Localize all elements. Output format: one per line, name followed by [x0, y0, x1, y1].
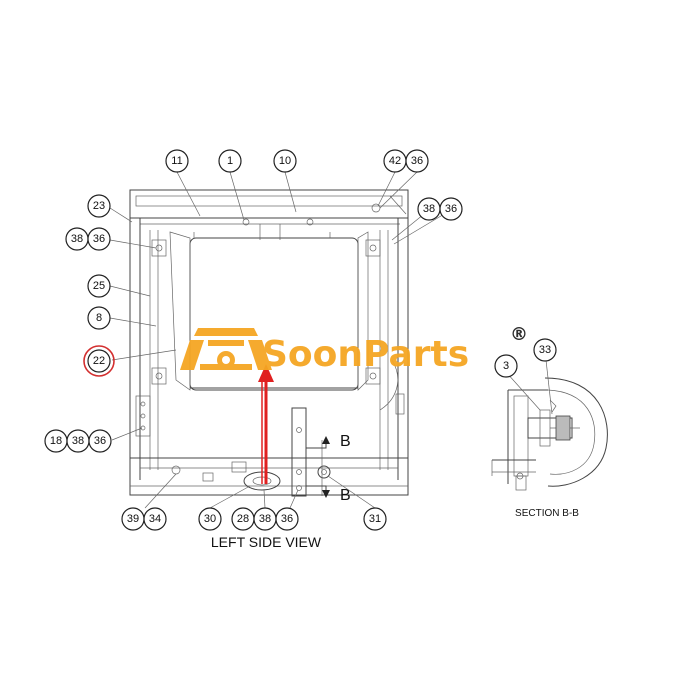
callout-34: 34 — [143, 507, 167, 531]
callout-31: 31 — [363, 507, 387, 531]
callout-33: 33 — [533, 338, 557, 362]
callout-38-right: 38 — [417, 197, 441, 221]
callout-30: 30 — [198, 507, 222, 531]
view-caption: LEFT SIDE VIEW — [211, 534, 322, 550]
soonparts-logo-icon — [180, 328, 272, 370]
callout-36-lower-left: 36 — [88, 429, 112, 453]
svg-text:11: 11 — [171, 155, 182, 167]
callout-38-left: 38 — [65, 227, 89, 251]
svg-text:23: 23 — [93, 200, 105, 212]
callout-3: 3 — [494, 354, 518, 378]
svg-text:28: 28 — [237, 513, 249, 525]
callout-8: 8 — [87, 306, 111, 330]
svg-text:3: 3 — [503, 360, 509, 372]
svg-text:39: 39 — [127, 513, 139, 525]
callout-36-left: 36 — [87, 227, 111, 251]
callout-38-lower-left: 38 — [66, 429, 90, 453]
svg-text:38: 38 — [71, 233, 83, 245]
svg-text:18: 18 — [50, 435, 62, 447]
callout-18: 18 — [44, 429, 68, 453]
callout-36-top: 36 — [405, 149, 429, 173]
radiator-frame: B B — [129, 189, 409, 504]
svg-text:30: 30 — [204, 513, 216, 525]
svg-text:42: 42 — [389, 155, 401, 167]
svg-text:25: 25 — [93, 280, 105, 292]
svg-text:36: 36 — [93, 233, 105, 245]
callout-1: 1 — [218, 149, 242, 173]
svg-text:33: 33 — [539, 344, 551, 356]
section-marker-upper: B — [340, 433, 351, 450]
callout-38-bottom: 38 — [253, 507, 277, 531]
soonparts-watermark: SoonParts ® — [180, 324, 528, 375]
callout-39: 39 — [121, 507, 145, 531]
callout-11: 11 — [165, 149, 189, 173]
svg-text:8: 8 — [96, 312, 102, 324]
svg-text:34: 34 — [149, 513, 161, 525]
callout-10: 10 — [273, 149, 297, 173]
leader-lines — [109, 171, 452, 509]
svg-text:10: 10 — [279, 155, 291, 167]
section-detail — [491, 359, 608, 491]
callout-25: 25 — [87, 274, 111, 298]
svg-text:22: 22 — [93, 355, 105, 367]
callout-23: 23 — [87, 194, 111, 218]
callout-36-bottom: 36 — [275, 507, 299, 531]
callout-36-right: 36 — [439, 197, 463, 221]
brand-name: SoonParts — [262, 334, 469, 375]
svg-text:38: 38 — [72, 435, 84, 447]
section-marker-lower: B — [340, 487, 351, 504]
direction-arrow — [258, 364, 274, 484]
callout-28: 28 — [231, 507, 255, 531]
svg-text:36: 36 — [94, 435, 106, 447]
svg-text:36: 36 — [411, 155, 423, 167]
svg-text:38: 38 — [259, 513, 271, 525]
svg-text:36: 36 — [281, 513, 293, 525]
svg-text:1: 1 — [227, 155, 233, 167]
svg-text:31: 31 — [369, 513, 381, 525]
callout-22-highlighted: 22 — [83, 345, 115, 377]
registered-mark: ® — [510, 324, 528, 345]
section-caption: SECTION B-B — [515, 508, 579, 519]
svg-text:36: 36 — [445, 203, 457, 215]
svg-text:38: 38 — [423, 203, 435, 215]
callout-42: 42 — [383, 149, 407, 173]
